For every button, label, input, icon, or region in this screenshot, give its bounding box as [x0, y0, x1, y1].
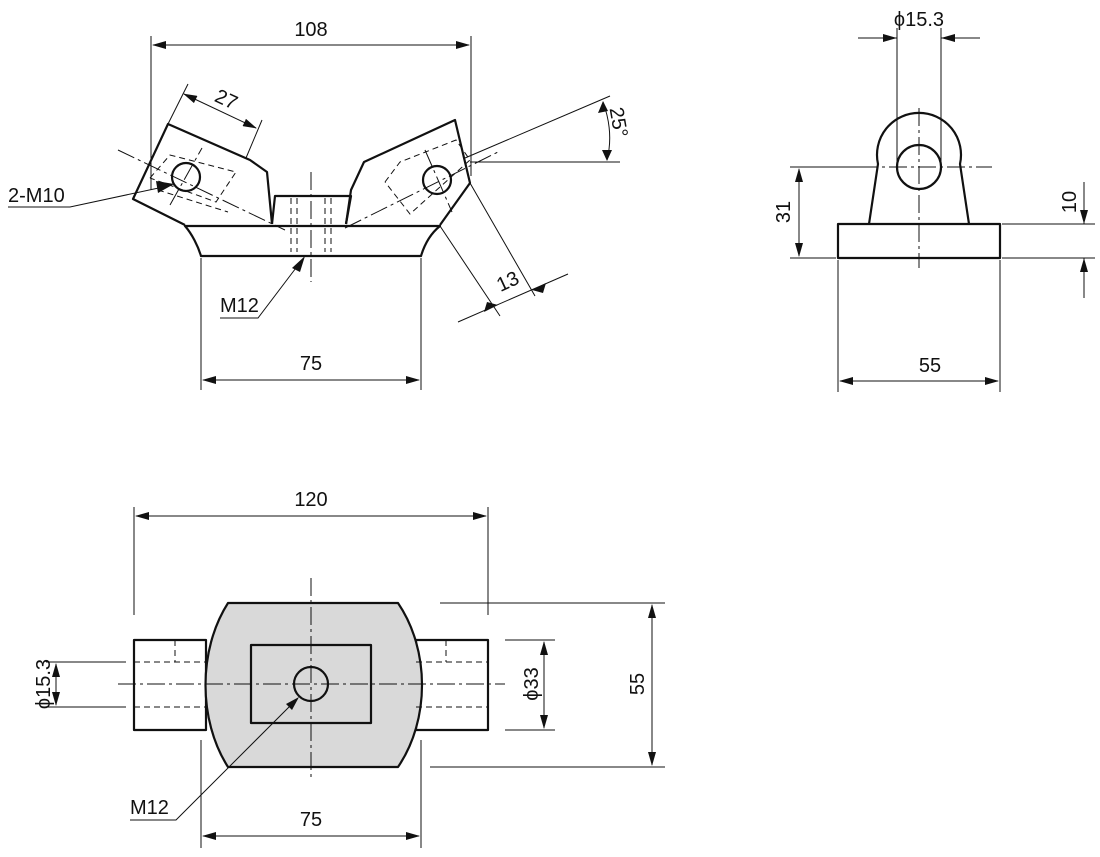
front-view-dimensions: 108 27 25° 13 75 2-M10 M12 [8, 19, 631, 390]
top-view [118, 578, 505, 780]
side-view-dimensions: ϕ15.3 31 10 55 [773, 9, 1095, 392]
dim-side-base-thick: 10 [1059, 191, 1081, 213]
front-right-hidden-thread [384, 139, 471, 215]
dim-line-27 [183, 93, 257, 129]
front-left-ear [131, 122, 274, 226]
dim-side-width: 55 [919, 355, 941, 377]
side-view [836, 108, 1002, 268]
dim-line-13 [457, 273, 569, 323]
side-base [836, 222, 1002, 260]
dim-side-bore-dia: ϕ15.3 [894, 9, 944, 31]
front-left-hidden-thread [149, 154, 237, 213]
dim-top-base-width: 75 [300, 809, 322, 831]
callout-side-tapped-holes: 2-M10 [8, 185, 65, 207]
front-right-hole-axis [344, 151, 499, 229]
callout-center-thread-front: M12 [220, 295, 259, 317]
front-view [117, 118, 499, 282]
top-view-dimensions: 120 55 ϕ33 ϕ15.3 75 M12 [33, 489, 665, 848]
front-right-ear [344, 118, 472, 226]
dim-top-depth: 55 [627, 673, 649, 695]
front-left-hole-centerline [169, 147, 203, 206]
dim-front-bottom-width: 75 [300, 353, 322, 375]
dim-top-boss-dia: ϕ33 [521, 667, 543, 700]
dim-front-thickness: 13 [493, 267, 522, 296]
front-base-plate [183, 224, 442, 258]
dim-top-total-width: 120 [294, 489, 327, 511]
top-left-boss [132, 638, 208, 732]
callout-center-thread-top: M12 [130, 797, 169, 819]
top-hidden-bore-lines [134, 640, 488, 708]
dim-front-angle: 25° [605, 106, 632, 140]
dim-top-bore-dia: ϕ15.3 [33, 659, 55, 709]
top-right-boss [414, 638, 490, 732]
dim-front-top-width: 108 [294, 19, 327, 41]
front-left-hole-axis [117, 149, 286, 231]
front-left-hole [170, 161, 202, 193]
front-right-hole-centerline [424, 149, 453, 213]
dim-side-height: 31 [773, 201, 795, 223]
dim-front-hole-pitch: 27 [211, 85, 240, 114]
top-base-plate [204, 601, 424, 769]
front-right-hole [421, 164, 453, 196]
